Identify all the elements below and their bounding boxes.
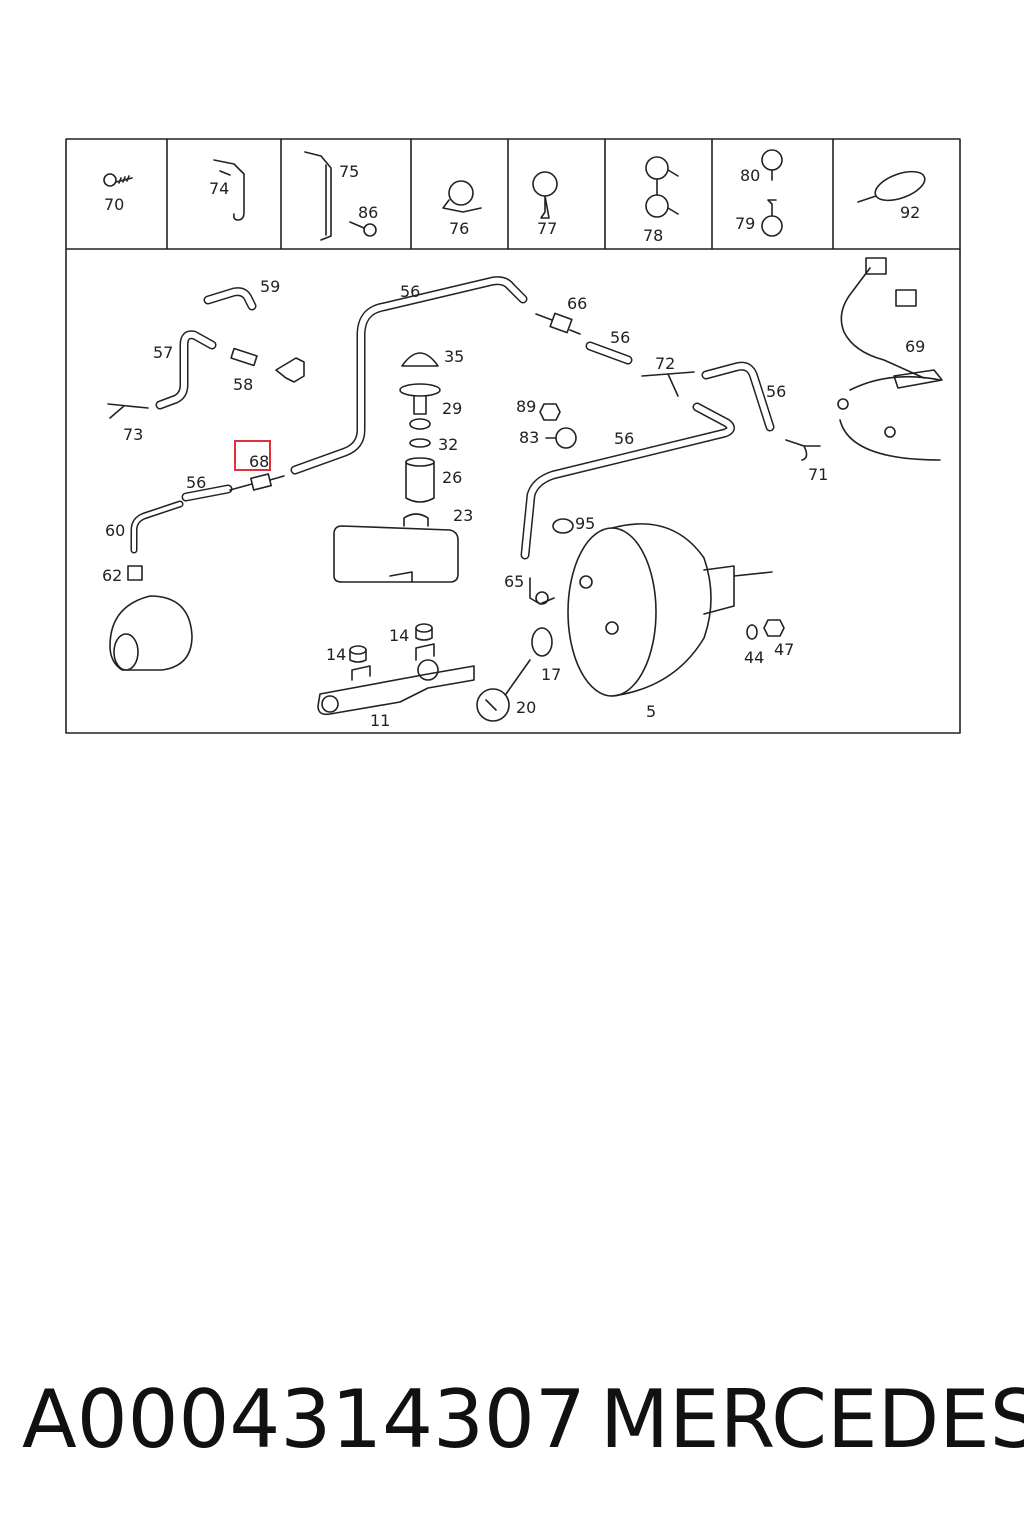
callout-label: 23 xyxy=(453,506,473,525)
grommet-95 xyxy=(552,518,574,534)
callout-label: 5 xyxy=(646,702,656,721)
diagram-frame xyxy=(65,138,961,734)
tee-72 xyxy=(641,371,695,397)
grommet-14-b xyxy=(415,623,433,641)
check-valve-68 xyxy=(229,473,285,491)
callout-label: 62 xyxy=(102,566,122,585)
header-label: 74 xyxy=(209,179,229,198)
highlight-box xyxy=(234,440,271,471)
cable-tie-icon xyxy=(857,170,926,203)
clip-icon xyxy=(532,171,558,219)
callout-label: 20 xyxy=(516,698,536,717)
header-label: 79 xyxy=(735,214,755,233)
brake-booster-5 xyxy=(567,523,773,697)
o-ring-17 xyxy=(531,627,553,657)
callout-label: 68 xyxy=(249,452,269,471)
callout-label: 47 xyxy=(774,640,794,659)
header-label: 92 xyxy=(900,203,920,222)
callout-label: 32 xyxy=(438,435,458,454)
long-bracket-icon xyxy=(304,151,332,241)
callout-label: 56 xyxy=(610,328,630,347)
header-label: 80 xyxy=(740,166,760,185)
callout-label: 14 xyxy=(389,626,409,645)
bracket-icon xyxy=(213,159,245,221)
washer-44 xyxy=(746,624,758,640)
callout-label: 71 xyxy=(808,465,828,484)
filter-26 xyxy=(405,457,435,503)
brand-caption: MERCEDES xyxy=(600,1373,1024,1466)
callout-label: 11 xyxy=(370,711,390,730)
callout-label: 69 xyxy=(905,337,925,356)
callout-label: 29 xyxy=(442,399,462,418)
valve-66 xyxy=(535,312,581,335)
header-label: 86 xyxy=(358,203,378,222)
sensor-69 xyxy=(837,257,943,461)
nut-62 xyxy=(127,565,143,581)
callout-label: 73 xyxy=(123,425,143,444)
callout-label: 83 xyxy=(519,428,539,447)
callout-label: 44 xyxy=(744,648,764,667)
callout-label: 56 xyxy=(400,282,420,301)
callout-label: 60 xyxy=(105,521,125,540)
vacuum-hose-56-top xyxy=(290,276,528,475)
caliper-left xyxy=(109,595,193,671)
callout-label: 56 xyxy=(614,429,634,448)
fitting-65 xyxy=(529,577,555,605)
nut-89 xyxy=(539,403,561,421)
callout-label: 26 xyxy=(442,468,462,487)
callout-label: 72 xyxy=(655,354,675,373)
tool-20 xyxy=(476,659,531,722)
header-label: 70 xyxy=(104,195,124,214)
header-label: 77 xyxy=(537,219,557,238)
callout-label: 65 xyxy=(504,572,524,591)
callout-label: 95 xyxy=(575,514,595,533)
callout-label: 14 xyxy=(326,645,346,664)
valve-58 xyxy=(230,347,305,383)
elbow-71 xyxy=(785,439,821,461)
callout-label: 57 xyxy=(153,343,173,362)
header-label: 76 xyxy=(449,219,469,238)
cap-29 xyxy=(399,383,441,430)
double-clip-icon xyxy=(645,156,679,218)
seal-32 xyxy=(409,438,431,448)
master-cylinder-11 xyxy=(317,643,475,716)
clamp-icon xyxy=(442,180,482,213)
clip-83 xyxy=(545,427,577,449)
callout-label: 59 xyxy=(260,277,280,296)
part-number-caption: A0004314307 xyxy=(22,1373,586,1466)
callout-label: 56 xyxy=(186,473,206,492)
hose-clip-icon xyxy=(761,149,783,237)
callout-label: 89 xyxy=(516,397,536,416)
tee-73 xyxy=(107,403,149,419)
header-label: 78 xyxy=(643,226,663,245)
screw-icon xyxy=(103,173,133,187)
callout-label: 35 xyxy=(444,347,464,366)
grommet-14-a xyxy=(349,645,367,663)
callout-label: 56 xyxy=(766,382,786,401)
cap-35 xyxy=(401,352,439,367)
bolt-icon xyxy=(349,221,377,237)
callout-label: 17 xyxy=(541,665,561,684)
reservoir-23 xyxy=(333,513,459,583)
callout-label: 66 xyxy=(567,294,587,313)
header-label: 75 xyxy=(339,162,359,181)
callout-label: 58 xyxy=(233,375,253,394)
nut-47 xyxy=(763,619,785,637)
